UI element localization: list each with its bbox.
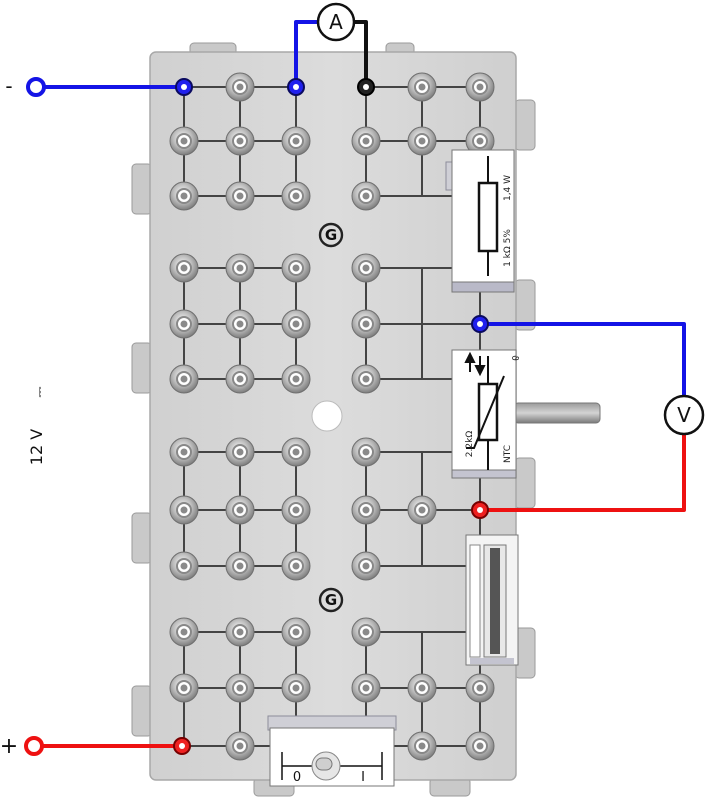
socket[interactable] — [225, 253, 255, 283]
socket[interactable] — [169, 126, 199, 156]
socket[interactable] — [225, 437, 255, 467]
ntc-sensor-rod — [513, 402, 601, 424]
socket[interactable] — [351, 551, 381, 581]
ntc-mark-label: ϑ — [509, 355, 519, 361]
resistor-power-label: 1,4 W — [503, 175, 513, 201]
socket[interactable] — [407, 126, 437, 156]
socket[interactable] — [169, 181, 199, 211]
socket[interactable] — [225, 617, 255, 647]
resistor-value-label: 1 kΩ 5% — [503, 229, 513, 267]
ntc-arrows-icon — [464, 351, 486, 377]
dc-symbol-icon: ⎓ — [32, 386, 48, 397]
voltmeter-red-wire — [480, 434, 686, 512]
socket[interactable] — [407, 495, 437, 525]
board-logo-top: G — [318, 222, 344, 248]
socket[interactable] — [281, 617, 311, 647]
socket[interactable] — [169, 673, 199, 703]
socket[interactable] — [169, 551, 199, 581]
socket[interactable] — [351, 181, 381, 211]
socket[interactable] — [225, 72, 255, 102]
socket[interactable] — [225, 309, 255, 339]
socket[interactable] — [169, 364, 199, 394]
board-logo-bottom: G — [318, 587, 344, 613]
plug-in-holder-module[interactable] — [465, 534, 519, 666]
ammeter-label: A — [329, 10, 343, 34]
socket[interactable] — [225, 126, 255, 156]
switch-off-label: 0 — [293, 770, 301, 785]
board-logo-bottom-text: G — [325, 591, 337, 609]
positive-terminal-label: + — [0, 734, 18, 759]
socket[interactable] — [351, 364, 381, 394]
socket[interactable] — [225, 495, 255, 525]
socket[interactable] — [351, 617, 381, 647]
voltmeter[interactable]: V — [663, 394, 705, 436]
socket[interactable] — [225, 673, 255, 703]
socket[interactable] — [225, 731, 255, 761]
socket[interactable] — [281, 551, 311, 581]
resistor-symbol — [477, 181, 499, 253]
socket[interactable] — [465, 126, 495, 156]
board-logo-top-text: G — [325, 226, 337, 244]
socket[interactable] — [225, 181, 255, 211]
socket[interactable] — [281, 181, 311, 211]
socket[interactable] — [281, 673, 311, 703]
socket[interactable] — [225, 364, 255, 394]
socket[interactable] — [351, 673, 381, 703]
socket[interactable] — [169, 309, 199, 339]
ntc-value-label: 2.2kΩ — [465, 431, 475, 458]
socket-grid — [169, 72, 495, 761]
socket[interactable] — [281, 437, 311, 467]
socket[interactable] — [465, 731, 495, 761]
socket[interactable] — [169, 495, 199, 525]
ammeter-blue-wire — [294, 20, 318, 87]
socket[interactable] — [169, 617, 199, 647]
socket[interactable] — [351, 309, 381, 339]
switch-on-label: I — [361, 770, 365, 785]
socket[interactable] — [281, 364, 311, 394]
positive-terminal[interactable] — [24, 736, 44, 756]
wires — [34, 20, 686, 748]
voltmeter-label: V — [677, 403, 691, 427]
socket[interactable] — [465, 673, 495, 703]
ammeter[interactable]: A — [316, 2, 356, 42]
socket[interactable] — [407, 731, 437, 761]
socket[interactable] — [351, 253, 381, 283]
mounting-hole — [311, 400, 343, 432]
socket[interactable] — [169, 437, 199, 467]
socket[interactable] — [281, 253, 311, 283]
socket[interactable] — [351, 126, 381, 156]
socket[interactable] — [465, 72, 495, 102]
socket[interactable] — [351, 437, 381, 467]
supply-voltage-label: 12 V — [27, 429, 46, 465]
ntc-type-label: NTC — [503, 445, 513, 463]
socket[interactable] — [351, 495, 381, 525]
socket[interactable] — [281, 495, 311, 525]
switch-lever[interactable] — [315, 757, 333, 771]
socket[interactable] — [407, 72, 437, 102]
socket[interactable] — [281, 126, 311, 156]
resistor-module[interactable]: 1,4 W 1 kΩ 5% — [445, 149, 515, 293]
toggle-switch-module[interactable]: 0 I — [267, 715, 397, 787]
socket[interactable] — [407, 673, 437, 703]
negative-terminal-label: - — [5, 74, 12, 98]
ntc-thermistor-module[interactable]: ϑ 2.2kΩ NTC — [451, 349, 601, 479]
socket[interactable] — [169, 253, 199, 283]
negative-terminal[interactable] — [26, 77, 46, 97]
ammeter-black-wire — [354, 20, 368, 87]
wire-plugs — [173, 78, 489, 755]
voltmeter-blue-wire — [480, 322, 686, 396]
socket[interactable] — [281, 309, 311, 339]
socket[interactable] — [225, 551, 255, 581]
